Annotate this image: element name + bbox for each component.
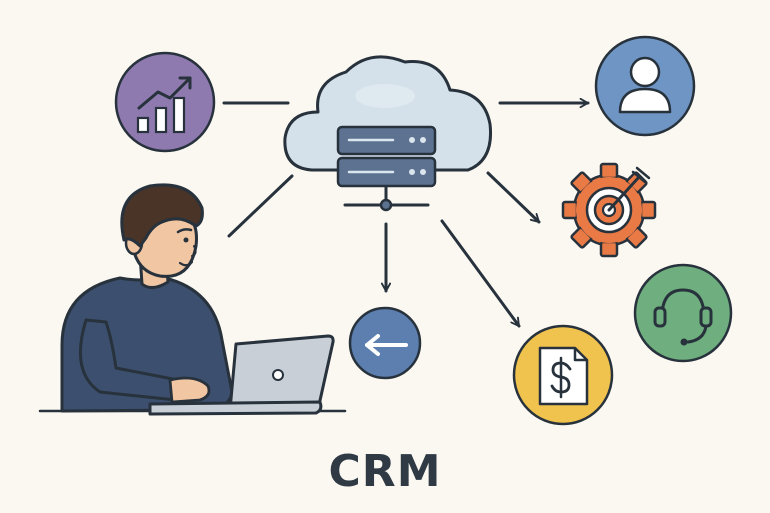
person-illustration <box>60 183 234 413</box>
headset-support-icon <box>633 263 733 363</box>
target-gear-icon <box>561 162 657 258</box>
connector-cloud-person <box>227 174 294 238</box>
back-arrow-icon <box>348 306 422 380</box>
analytics-chart-icon <box>114 51 216 153</box>
hand <box>168 376 211 404</box>
user-profile-icon <box>594 35 696 137</box>
dollar-invoice-icon <box>512 324 614 426</box>
cloud-server-icon <box>283 55 493 212</box>
page-title: CRM <box>328 446 442 497</box>
connector-cloud-invoice <box>440 219 521 328</box>
hair <box>120 183 204 248</box>
connector-lines <box>222 103 590 328</box>
connector-cloud-target <box>486 171 541 224</box>
laptop-icon <box>148 334 335 416</box>
